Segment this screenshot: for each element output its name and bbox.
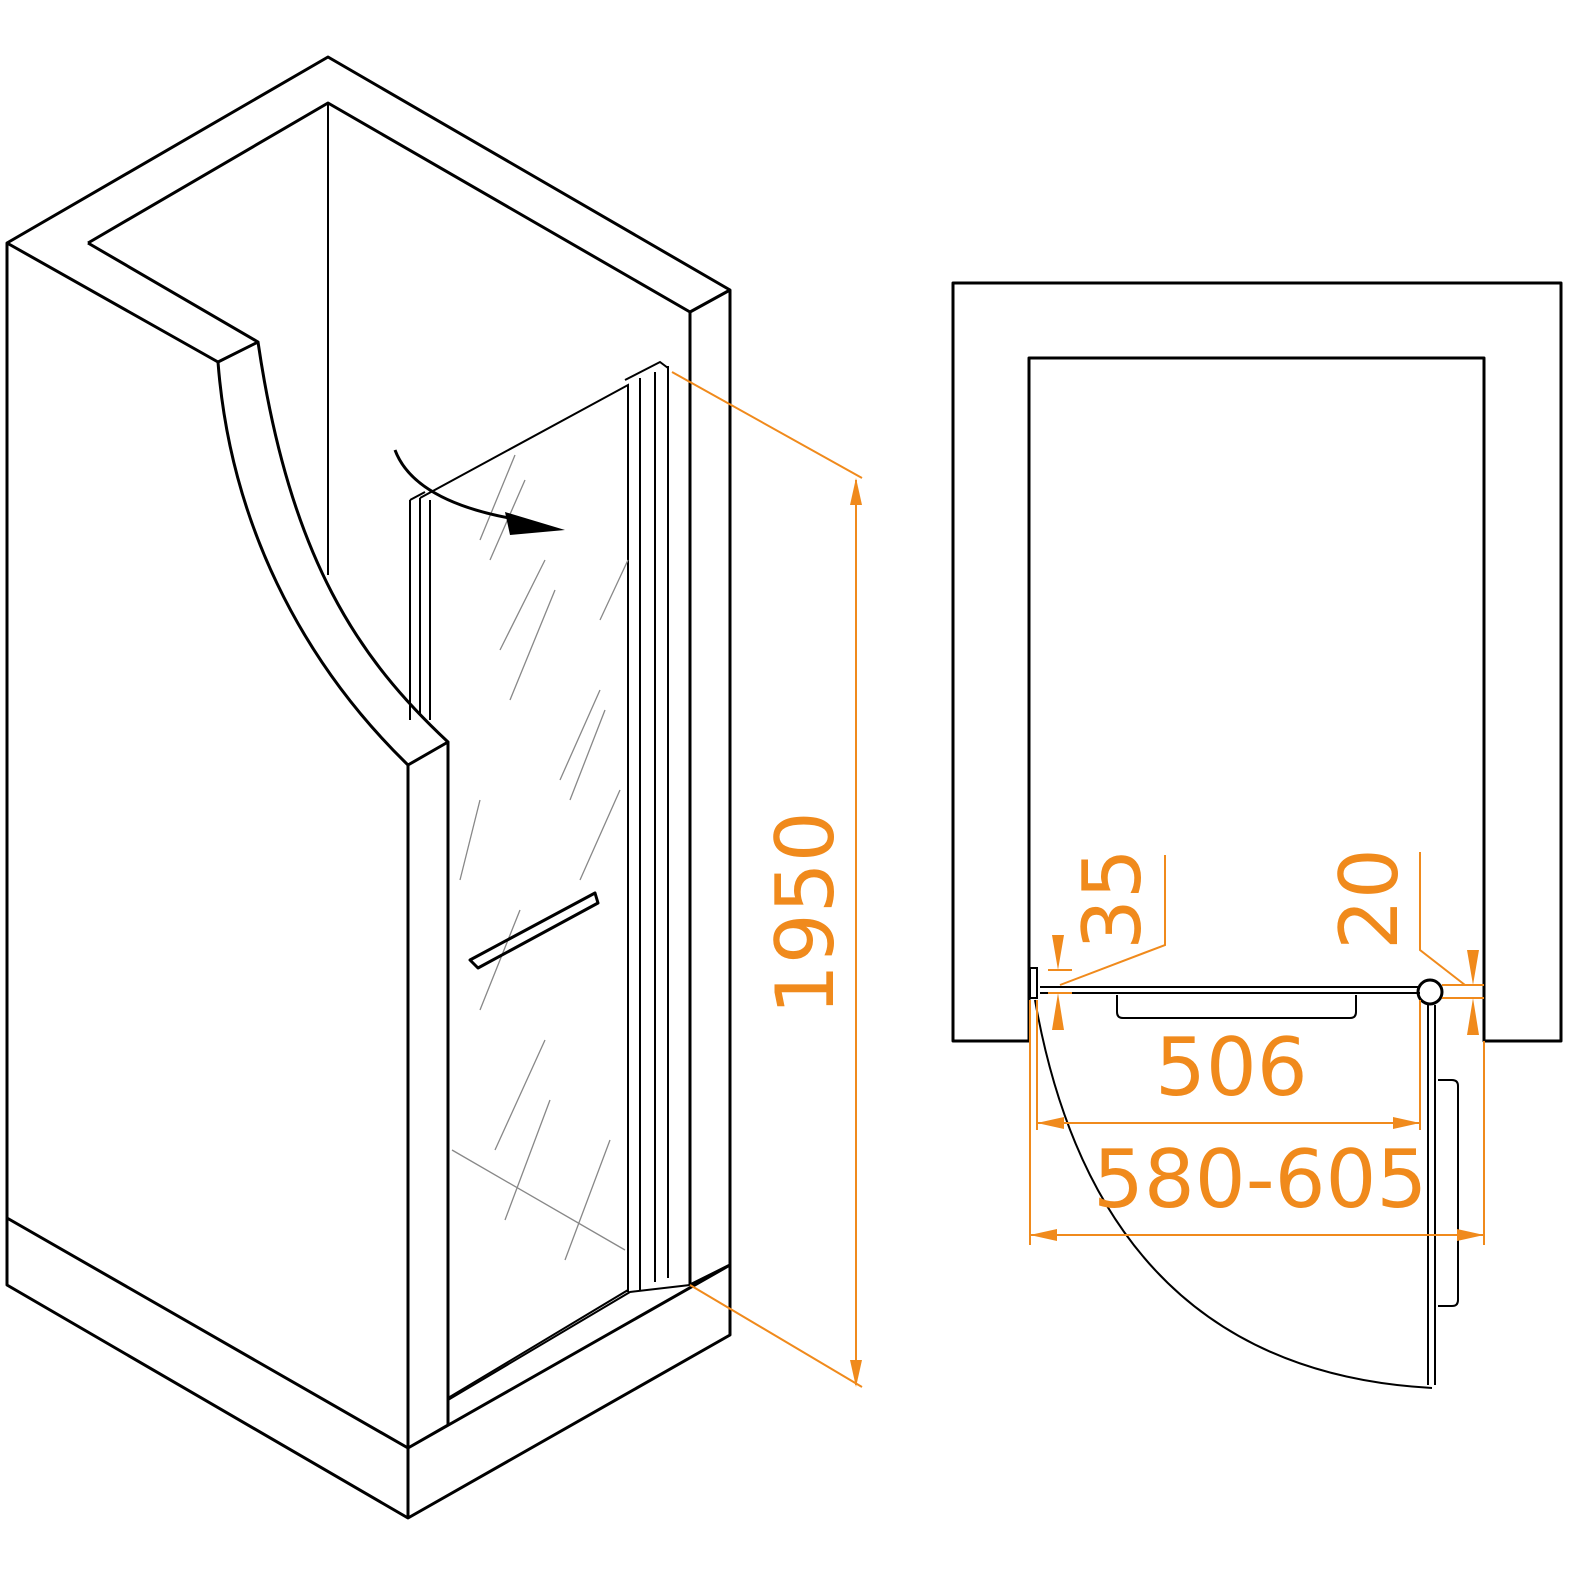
left-gap-label: 35 bbox=[1066, 848, 1159, 950]
door-swing-arc bbox=[1034, 999, 1433, 1389]
left-gap-leader bbox=[1048, 855, 1166, 994]
height-arrow-bottom bbox=[850, 1360, 862, 1387]
left-gap-arrows bbox=[1052, 935, 1064, 1030]
isometric-view: 1950 bbox=[5, 55, 863, 1520]
floor-line bbox=[447, 1284, 691, 1425]
door-width-label: 506 bbox=[1155, 1021, 1308, 1114]
plan-view: 506 580-605 35 20 bbox=[951, 281, 1563, 1389]
hinge bbox=[1416, 978, 1444, 1006]
left-wall-curved-cut bbox=[216, 341, 450, 767]
door-handle bbox=[468, 891, 600, 970]
closed-door-line bbox=[1040, 986, 1420, 994]
glass-reflection-lines bbox=[451, 454, 629, 1261]
open-door-line bbox=[1427, 1005, 1436, 1385]
swing-arrow-head bbox=[505, 512, 565, 535]
closed-door-handle bbox=[1116, 995, 1357, 1019]
right-gap-arrows bbox=[1467, 950, 1479, 1035]
height-extension-lines bbox=[671, 371, 863, 1388]
open-door-handle bbox=[1438, 1079, 1459, 1307]
height-label: 1950 bbox=[759, 811, 852, 1015]
plan-extension-lines bbox=[1029, 1000, 1485, 1245]
niche-top-inner-edge bbox=[87, 101, 731, 314]
niche-outer-outline bbox=[5, 55, 732, 1520]
wall-profile bbox=[1029, 967, 1038, 999]
right-gap-leader bbox=[1419, 852, 1484, 999]
front-wall-edge bbox=[406, 742, 450, 1518]
door-left-profile bbox=[409, 491, 431, 720]
base-plinth bbox=[6, 1216, 731, 1450]
right-gap-label: 20 bbox=[1323, 848, 1416, 950]
opening-range-label: 580-605 bbox=[1093, 1133, 1427, 1226]
door-glass-panel bbox=[419, 383, 629, 1399]
plan-walls bbox=[951, 281, 1563, 1043]
swing-arrow-curve bbox=[393, 449, 521, 522]
height-arrow-top bbox=[850, 478, 862, 505]
left-wall-top-cut bbox=[6, 241, 260, 364]
hinge-profile bbox=[624, 360, 669, 1292]
